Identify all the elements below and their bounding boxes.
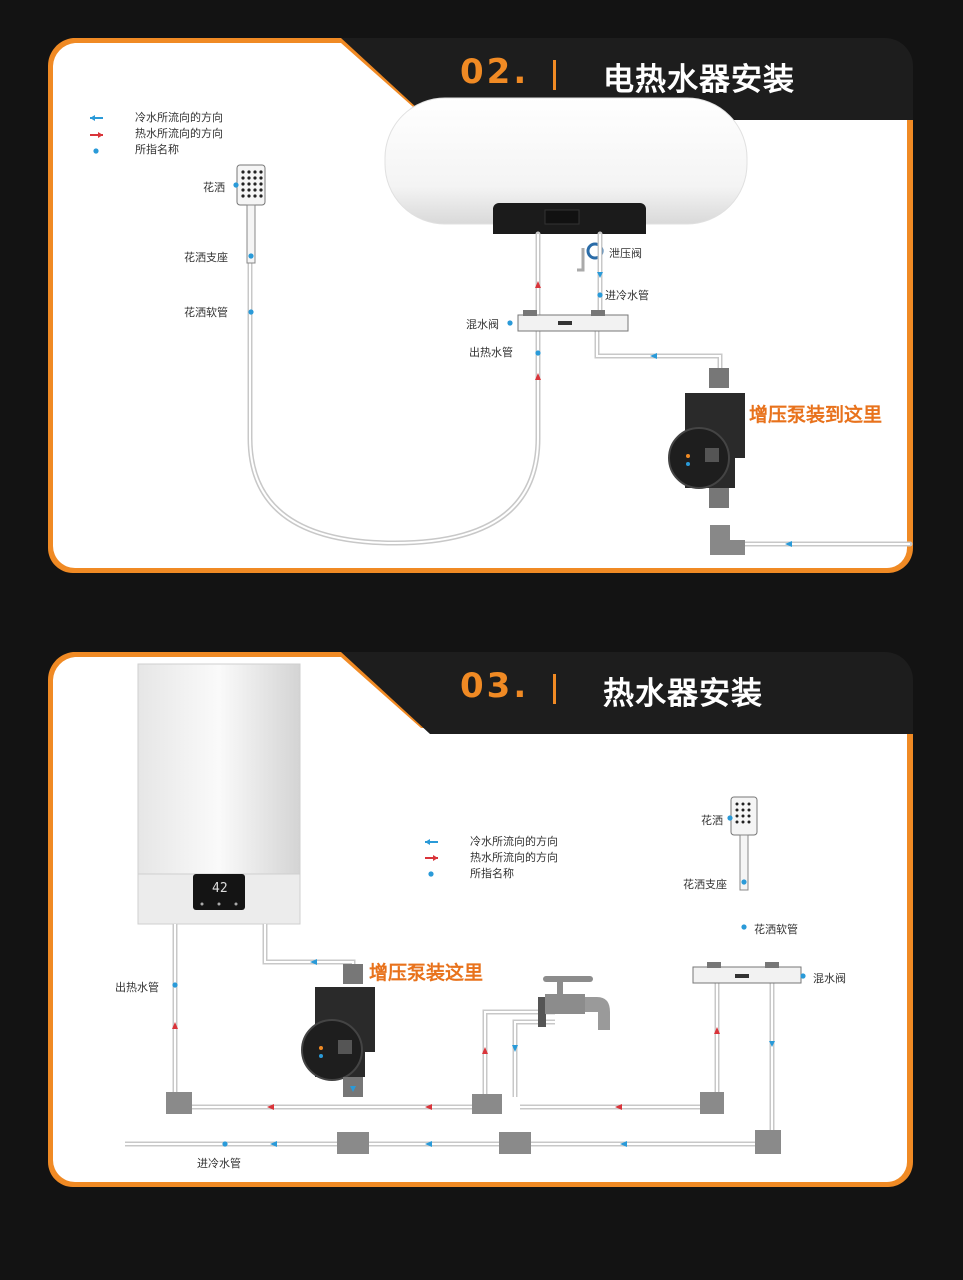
legend-name: 所指名称 <box>470 867 514 880</box>
mixing-valve-icon <box>517 310 629 332</box>
legend: 冷水所流向的方向 热水所流向的方向 所指名称 <box>448 834 558 882</box>
pipe-elbow <box>710 525 745 555</box>
section-02-header: 02. 电热水器安装 <box>445 50 905 100</box>
water-heater-unit: 42 <box>137 663 301 925</box>
section-03-panel: 03. 热水器安装 42 <box>45 652 913 1188</box>
label-shower-hose: 花洒软管 <box>754 923 798 936</box>
label-mixing-valve: 混水阀 <box>466 318 499 331</box>
legend-cold: 冷水所流向的方向 <box>470 835 558 848</box>
legend-hot: 热水所流向的方向 <box>470 851 558 864</box>
label-shower-holder: 花洒支座 <box>184 251 228 264</box>
mixing-valve-icon <box>692 962 802 984</box>
booster-pump-icon <box>668 368 745 508</box>
label-shower: 花洒 <box>203 181 225 194</box>
electric-water-heater <box>384 97 748 234</box>
shower-head-icon <box>730 796 758 891</box>
label-hot-outlet: 出热水管 <box>115 981 159 994</box>
label-mixing-valve: 混水阀 <box>813 972 846 985</box>
pipes <box>247 231 913 547</box>
section-number: 03. <box>460 666 530 706</box>
label-relief-valve: 泄压阀 <box>609 247 642 260</box>
label-hot-outlet: 出热水管 <box>469 346 513 359</box>
label-cold-inlet: 进冷水管 <box>605 289 649 302</box>
label-shower: 花洒 <box>701 814 723 827</box>
legend-cold: 冷水所流向的方向 <box>135 111 223 124</box>
pipes <box>125 924 775 1147</box>
section-number: 02. <box>460 52 530 92</box>
legend-hot: 热水所流向的方向 <box>135 127 223 140</box>
divider <box>553 674 556 704</box>
pump-callout: 增压泵装这里 <box>369 962 484 984</box>
divider <box>553 60 556 90</box>
faucet-icon <box>538 976 610 1030</box>
label-shower-holder: 花洒支座 <box>683 878 727 891</box>
heater-display: 42 <box>212 881 228 896</box>
section-title: 热水器安装 <box>603 676 763 712</box>
legend-name: 所指名称 <box>135 143 179 156</box>
shower-head-icon <box>236 164 266 264</box>
legend: 冷水所流向的方向 热水所流向的方向 所指名称 <box>113 110 223 158</box>
pump-callout: 增压泵装到这里 <box>749 404 883 426</box>
section-02-panel: 02. 电热水器安装 <box>45 38 913 573</box>
booster-pump-icon <box>301 964 375 1097</box>
gas-heater-diagram: 42 <box>125 663 806 1154</box>
section-title: 电热水器安装 <box>603 62 795 98</box>
electric-heater-diagram <box>90 97 913 555</box>
section-03-header: 03. 热水器安装 <box>445 664 905 714</box>
label-shower-hose: 花洒软管 <box>184 306 228 319</box>
label-cold-inlet: 进冷水管 <box>197 1157 241 1170</box>
pipe-fittings <box>166 1092 781 1154</box>
